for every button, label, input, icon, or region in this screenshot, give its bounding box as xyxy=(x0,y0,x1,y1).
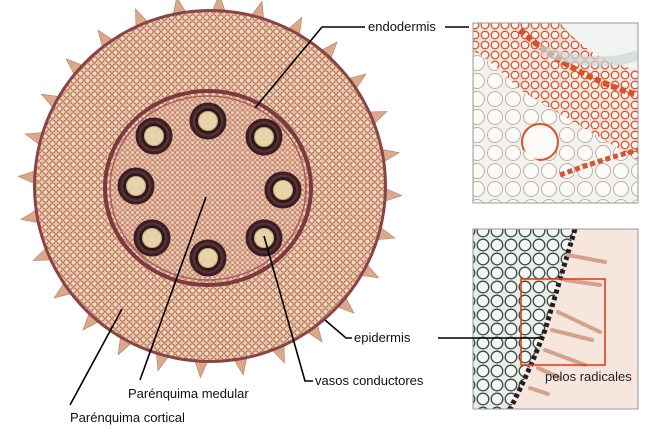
highlight-box xyxy=(520,278,606,366)
root-hair xyxy=(194,361,208,379)
root-hair xyxy=(385,188,403,202)
epidermis-micrograph-inset-icon xyxy=(472,228,639,410)
label-parenquima-medular: Parénquima medular xyxy=(128,386,249,401)
xylem-vessel xyxy=(245,118,283,156)
xylem-vessel xyxy=(117,167,155,205)
xylem-vessel xyxy=(133,219,171,257)
xylem-vessel xyxy=(135,117,173,155)
root-hair xyxy=(17,170,35,184)
label-parenquima-cortical: Parénquima cortical xyxy=(70,410,185,425)
label-endodermis: endodermis xyxy=(368,19,436,34)
xylem-vessel xyxy=(264,171,302,209)
xylem-vessel xyxy=(189,102,227,140)
label-pelos-radicales: pelos radicales xyxy=(545,369,632,384)
root-cross-section-icon xyxy=(17,0,403,379)
label-epidermis: epidermis xyxy=(354,330,411,345)
root-hair xyxy=(212,0,226,11)
xylem-vessel xyxy=(189,239,227,277)
label-vasos-conductores: vasos conductores xyxy=(315,373,424,388)
endodermis-micrograph-inset-icon xyxy=(472,22,639,204)
endodermis-ring xyxy=(103,89,313,287)
vascular-bundles xyxy=(117,102,302,277)
leader-lines xyxy=(69,26,540,406)
